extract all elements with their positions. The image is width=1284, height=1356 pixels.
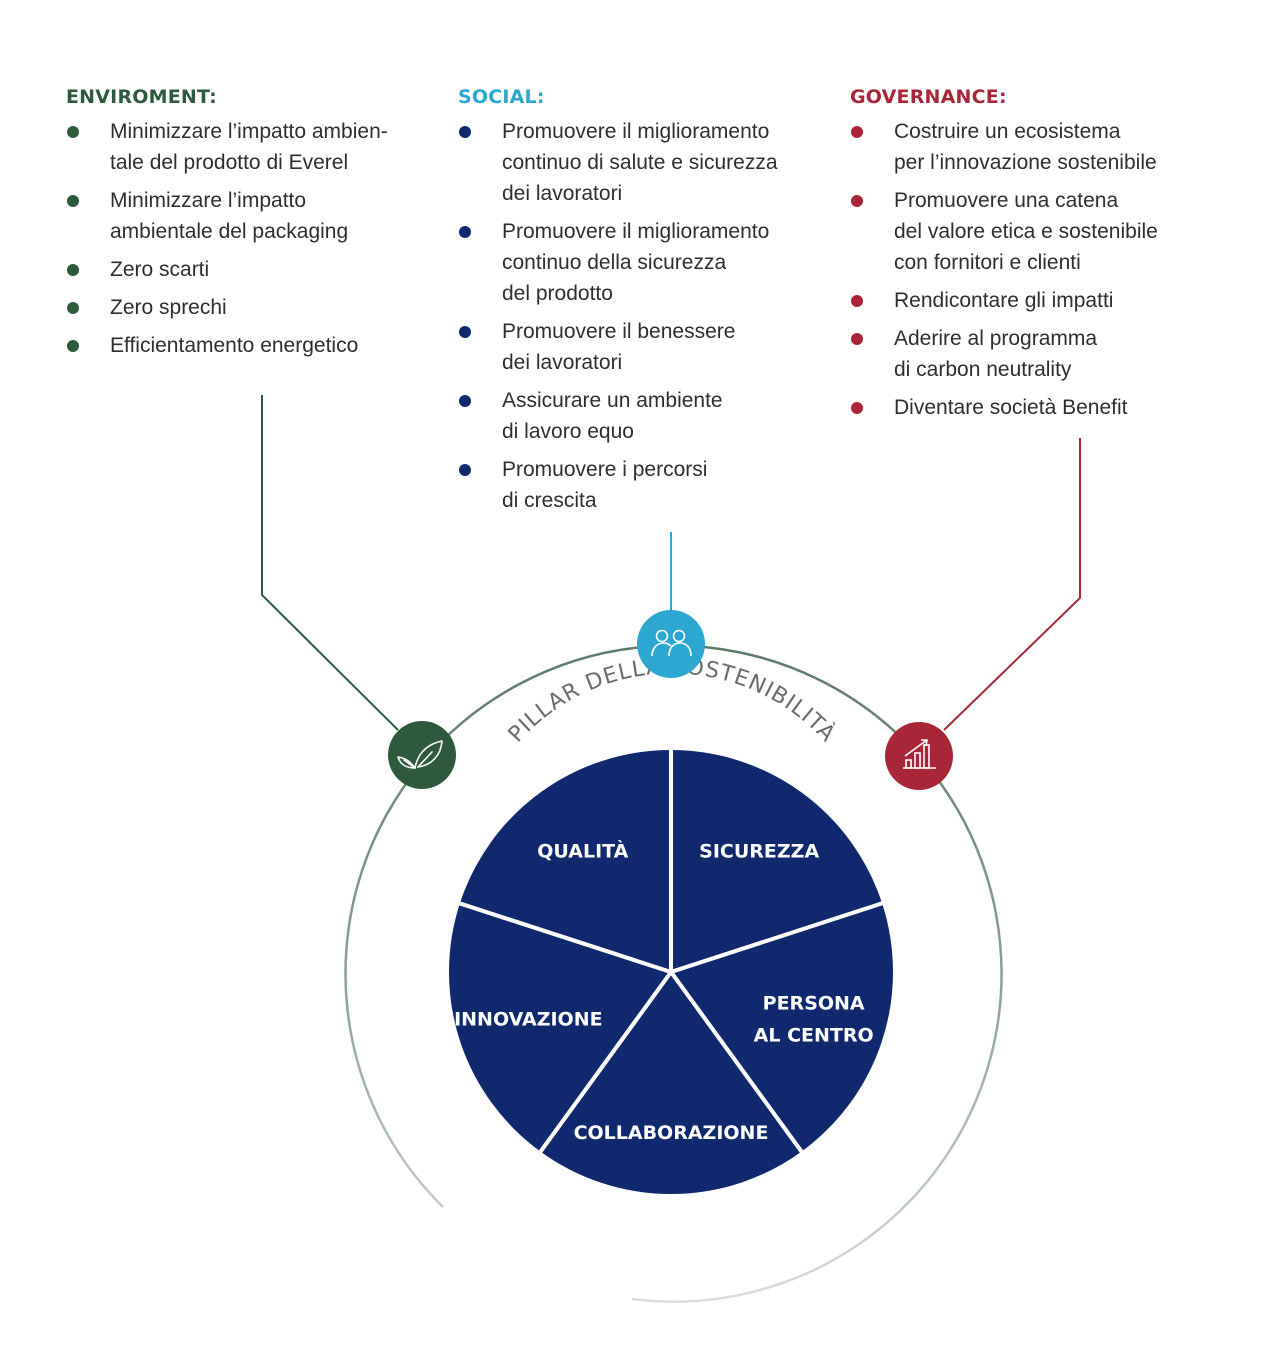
- environment-column: ENVIROMENT: Minimizzare l’impatto ambien…: [66, 86, 426, 368]
- pie-segment-label-line: COLLABORAZIONE: [574, 1122, 769, 1144]
- list-item: Promuovere il benessere dei lavoratori: [458, 316, 828, 378]
- list-item: Aderire al programma di carbon neutralit…: [850, 323, 1230, 385]
- bullet-icon: [851, 295, 863, 307]
- outer-ring: [344, 644, 1003, 1303]
- bullet-icon: [851, 333, 863, 345]
- pie-segment-label-line: INNOVAZIONE: [454, 1008, 603, 1030]
- social-icon-badge: [637, 610, 705, 678]
- list-item: Costruire un ecosistema per l’innovazion…: [850, 116, 1230, 178]
- bullet-icon: [851, 126, 863, 138]
- leaf-icon: [397, 740, 443, 769]
- pie-segment-qualit-: [455, 745, 673, 975]
- bullet-icon: [67, 302, 79, 314]
- social-title: SOCIAL:: [458, 86, 545, 108]
- bullet-icon: [459, 226, 471, 238]
- list-item: Rendicontare gli impatti: [850, 285, 1230, 316]
- list-item: Minimizzare l’impatto ambien- tale del p…: [66, 116, 426, 178]
- pie-segment-label: SICUREZZA: [699, 841, 819, 863]
- governance-connector-line: [943, 438, 1081, 731]
- bullet-icon: [851, 195, 863, 207]
- list-item: Promuovere il miglioramento continuo del…: [458, 216, 828, 309]
- list-item: Minimizzare l’impatto ambientale del pac…: [66, 185, 426, 247]
- governance-column: GOVERNANCE: Costruire un ecosistema per …: [850, 86, 1230, 430]
- bullet-icon: [67, 264, 79, 276]
- pie-segment-innovazione: [445, 900, 675, 1157]
- bullet-icon: [851, 402, 863, 414]
- environment-connector-line: [261, 395, 399, 731]
- bullet-icon: [67, 195, 79, 207]
- environment-icon-badge: [388, 721, 456, 789]
- pie-segment-label-line: PERSONA: [763, 992, 865, 1014]
- pie-segment-label-line: AL CENTRO: [754, 1024, 874, 1046]
- pillar-pie: SICUREZZA PERSONA AL CENTRO COLLABORAZIONE I…: [445, 745, 897, 1198]
- social-column: SOCIAL: Promuovere il miglioramento cont…: [458, 86, 828, 523]
- governance-list: Costruire un ecosistema per l’innovazion…: [850, 116, 1230, 423]
- list-item: Promuovere il miglioramento continuo di …: [458, 116, 828, 209]
- environment-title: ENVIROMENT:: [66, 86, 217, 108]
- pie-segment-persona-al-centro: [667, 900, 897, 1157]
- people-icon: [651, 629, 692, 657]
- list-item: Efficientamento energetico: [66, 330, 426, 361]
- governance-title: GOVERNANCE:: [850, 86, 1007, 108]
- bullet-icon: [67, 126, 79, 138]
- governance-icon-badge: [885, 722, 953, 790]
- environment-list: Minimizzare l’impatto ambien- tale del p…: [66, 116, 426, 361]
- bullet-icon: [459, 126, 471, 138]
- pie-segment-label: PERSONA AL CENTRO: [754, 992, 874, 1046]
- list-item: Promuovere una catena del valore etica e…: [850, 185, 1230, 278]
- pie-segment-label: QUALITÀ: [537, 840, 628, 863]
- pie-segment-collaborazione: [536, 968, 806, 1198]
- social-list: Promuovere il miglioramento continuo di …: [458, 116, 828, 516]
- bullet-icon: [459, 464, 471, 476]
- pie-segment-sicurezza: [669, 745, 887, 975]
- list-item: Assicurare un ambiente di lavoro equo: [458, 385, 828, 447]
- pie-segment-label-line: SICUREZZA: [699, 841, 819, 863]
- bullet-icon: [459, 395, 471, 407]
- bullet-icon: [459, 326, 471, 338]
- list-item: Zero sprechi: [66, 292, 426, 323]
- pie-segment-label: INNOVAZIONE: [454, 1008, 603, 1030]
- pie-segment-label: COLLABORAZIONE: [574, 1122, 769, 1144]
- growth-chart-icon: [903, 739, 936, 769]
- bullet-icon: [67, 340, 79, 352]
- pie-segment-label-line: QUALITÀ: [537, 840, 628, 863]
- list-item: Diventare società Benefit: [850, 392, 1230, 423]
- list-item: Zero scarti: [66, 254, 426, 285]
- list-item: Promuovere i percorsi di crescita: [458, 454, 828, 516]
